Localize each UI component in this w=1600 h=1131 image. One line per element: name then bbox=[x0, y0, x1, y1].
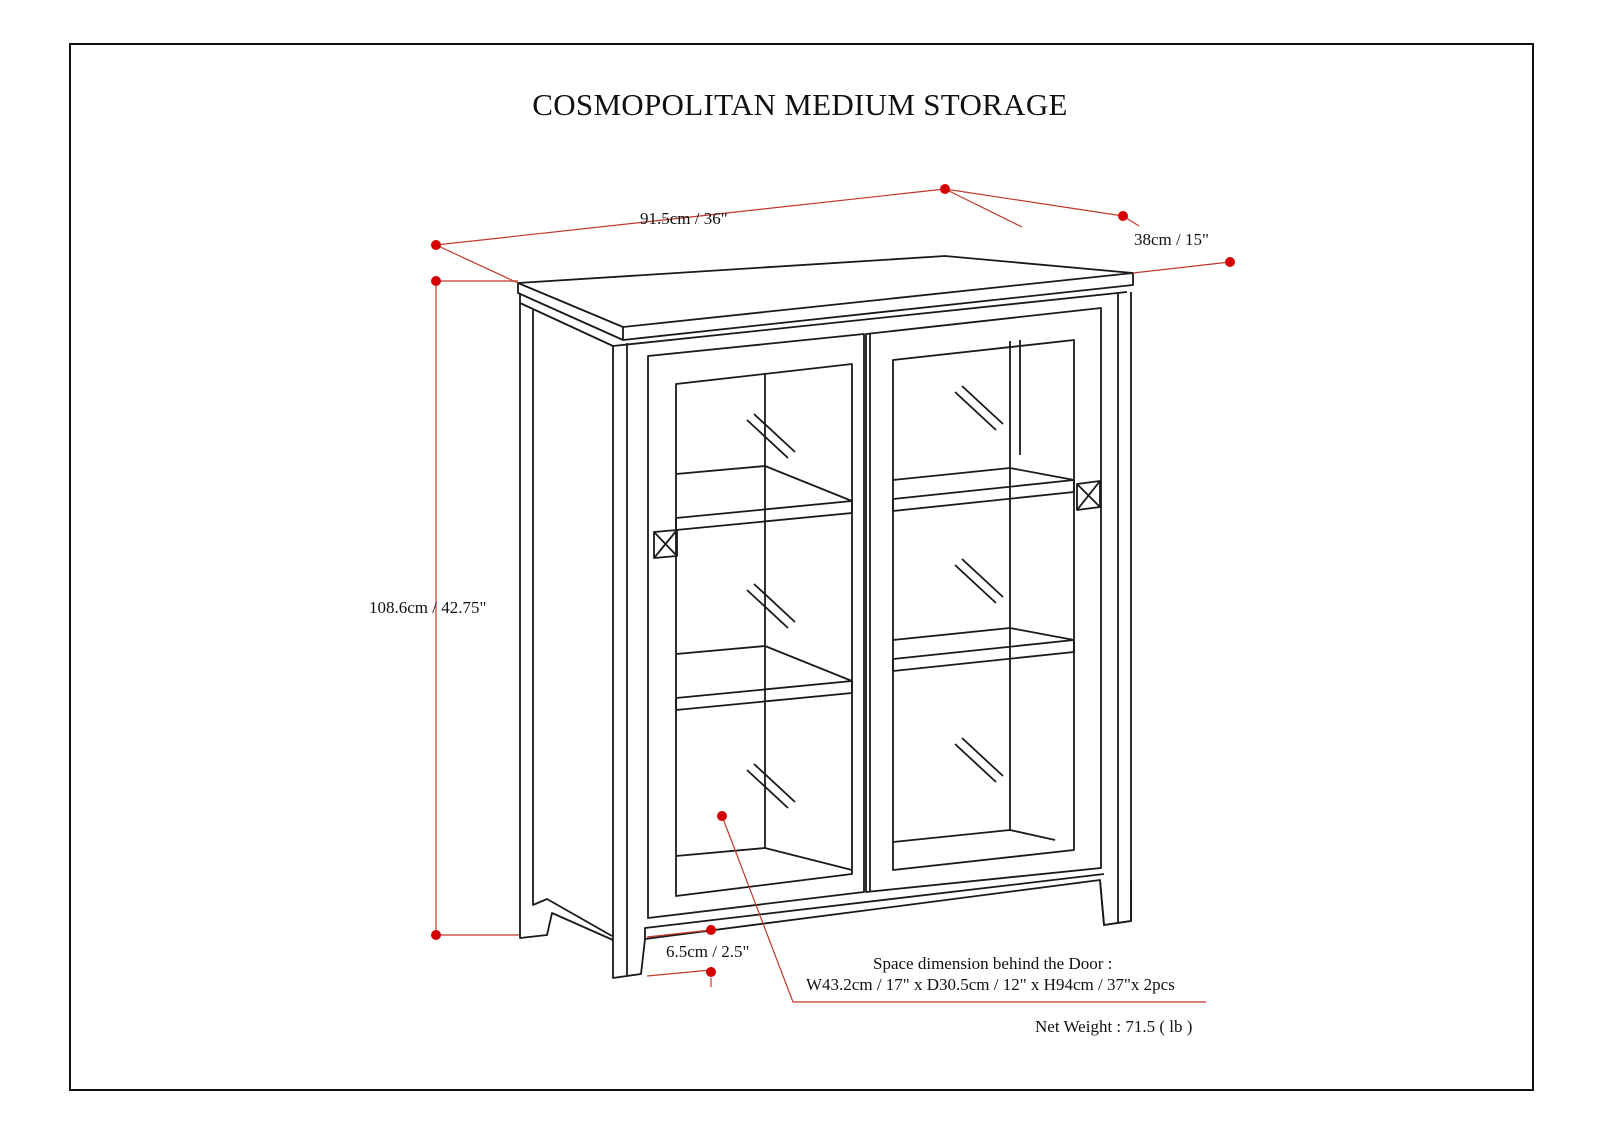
right-door bbox=[865, 307, 1102, 893]
glass-glint bbox=[746, 413, 796, 459]
top-dimension-tick bbox=[944, 188, 1023, 228]
height-top-dot bbox=[431, 276, 441, 286]
height-label: 108.6cm / 42.75" bbox=[369, 598, 487, 617]
page-title: COSMOPOLITAN MEDIUM STORAGE bbox=[532, 87, 1068, 122]
cabinet-body-lip bbox=[519, 291, 1128, 347]
space-note-heading: Space dimension behind the Door : bbox=[873, 954, 1113, 973]
right-door-glass-frame bbox=[892, 339, 1075, 871]
depth-start-dot bbox=[1118, 211, 1128, 221]
leg-top-dot bbox=[706, 925, 716, 935]
width-label: 91.5cm / 36" bbox=[640, 209, 728, 228]
glass-glint bbox=[954, 737, 1004, 783]
width-leader bbox=[435, 244, 519, 284]
right-shelf-upper bbox=[892, 467, 1075, 512]
cabinet-left-side bbox=[519, 303, 614, 941]
cabinet-left-side-inner bbox=[532, 309, 613, 937]
left-shelf-upper bbox=[675, 465, 853, 531]
width-start-dot bbox=[431, 240, 441, 250]
glass-glint bbox=[954, 558, 1004, 604]
dimension-lines bbox=[435, 188, 1231, 1003]
left-door-handle-icon bbox=[653, 529, 678, 559]
leg-bottom-dot bbox=[706, 967, 716, 977]
left-shelf-bottom bbox=[675, 847, 853, 871]
left-door-glass-frame bbox=[675, 363, 853, 897]
dimension-dots bbox=[431, 184, 1235, 977]
depth-dimension-line bbox=[1132, 261, 1231, 274]
space-note-value: W43.2cm / 17" x D30.5cm / 12" x H94cm / … bbox=[806, 975, 1175, 994]
drawing-frame bbox=[69, 43, 1534, 1091]
cabinet-outline bbox=[517, 255, 1134, 979]
net-weight-label: Net Weight : 71.5 ( lb ) bbox=[1035, 1017, 1193, 1036]
cabinet-front-frame bbox=[612, 292, 1132, 979]
space-note-leader bbox=[721, 815, 1206, 1003]
left-shelf-lower bbox=[675, 645, 853, 711]
depth-label: 38cm / 15" bbox=[1134, 230, 1209, 249]
leg-bottom-leader bbox=[646, 969, 712, 977]
glass-glint bbox=[954, 385, 1004, 431]
leg-top-leader bbox=[646, 929, 712, 938]
bottom-rail bbox=[644, 873, 1105, 939]
left-door bbox=[647, 333, 865, 919]
right-shelf-lower bbox=[892, 627, 1075, 672]
cabinet-top-front-edge bbox=[622, 273, 1134, 341]
right-door-handle-icon bbox=[1076, 480, 1101, 511]
space-note-dot bbox=[717, 811, 727, 821]
right-front-leg bbox=[1099, 879, 1132, 926]
glass-glint bbox=[746, 583, 796, 629]
height-bottom-dot bbox=[431, 930, 441, 940]
right-shelf-bottom bbox=[892, 829, 1056, 843]
depth-end-dot bbox=[1225, 257, 1235, 267]
leg-height-label: 6.5cm / 2.5" bbox=[666, 942, 750, 961]
top-dimension-line bbox=[435, 188, 1124, 246]
cabinet-top-front-edge-left bbox=[517, 283, 624, 341]
width-end-dot bbox=[940, 184, 950, 194]
glass-glint bbox=[746, 763, 796, 809]
cabinet-top-surface bbox=[517, 255, 1134, 328]
